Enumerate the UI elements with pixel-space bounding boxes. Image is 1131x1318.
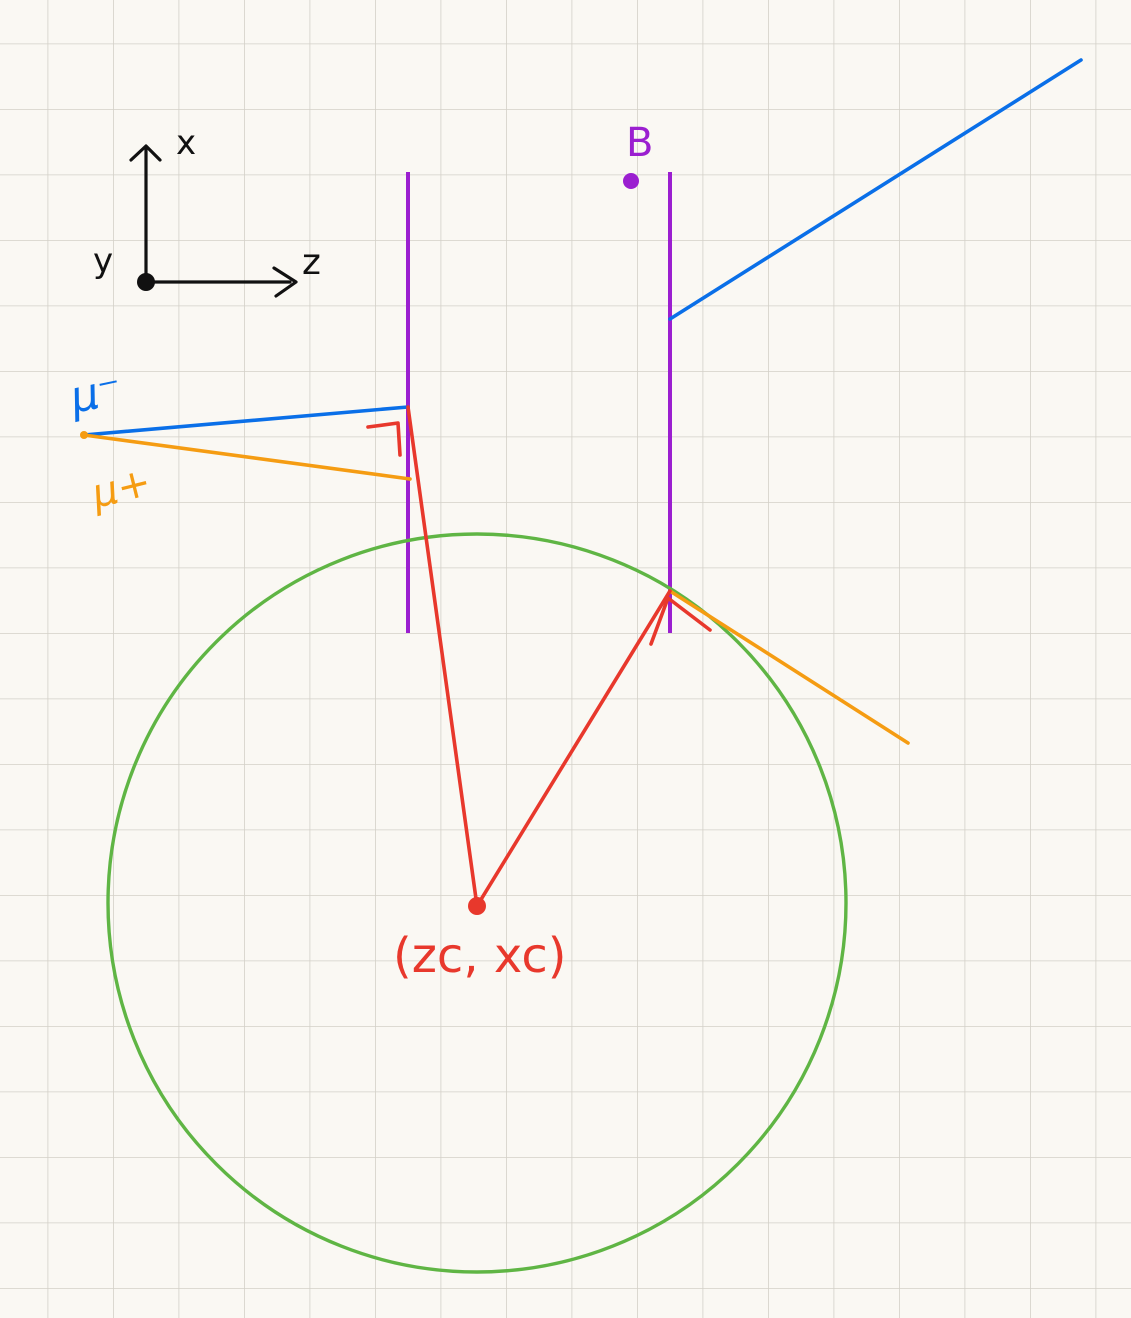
z-axis-label: z <box>302 242 321 283</box>
mu-plus-outgoing-line <box>668 589 910 745</box>
mu-minus-track: μ⁻ <box>65 58 1083 437</box>
magnet-boundaries: B <box>406 120 672 633</box>
mu-minus-outgoing-line <box>668 58 1083 321</box>
field-label: B <box>626 120 653 166</box>
mu-plus-incoming-line <box>82 433 412 481</box>
right-angle-icon-exit <box>649 596 712 646</box>
radius-lines: (zc, xc) <box>366 405 712 984</box>
x-axis-arrowhead-icon <box>129 144 162 162</box>
mu-minus-label: μ⁻ <box>65 363 127 424</box>
right-angle-icon <box>366 421 402 457</box>
center-dot-icon <box>468 897 486 915</box>
radius-line-entry <box>406 405 479 908</box>
axes-group: x y z <box>93 123 321 298</box>
field-dot-icon <box>623 173 639 189</box>
origin-dot-icon <box>137 273 155 291</box>
radius-line-exit <box>475 589 672 908</box>
mu-minus-incoming-line <box>82 405 410 437</box>
z-axis-arrowhead-icon <box>272 266 298 298</box>
y-axis-label: y <box>93 241 113 281</box>
center-label: (zc, xc) <box>393 928 567 984</box>
production-vertex-icon <box>80 431 88 439</box>
trajectory-circle <box>106 532 848 1274</box>
x-axis-label: x <box>176 123 196 163</box>
